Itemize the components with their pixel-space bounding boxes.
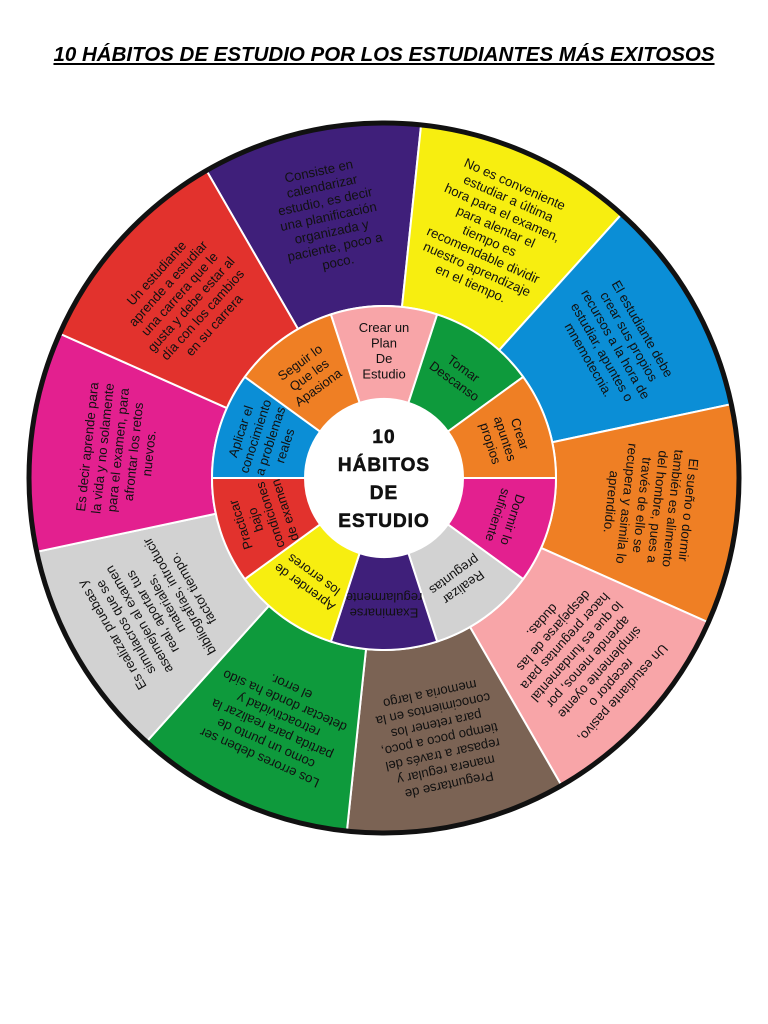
outer-sector-practicar: Es realizar pruebas ysimulacros que seas…: [35, 512, 271, 744]
page-title: 10 HÁBITOS DE ESTUDIO POR LOS ESTUDIANTE…: [53, 43, 715, 66]
center-title-line: HÁBITOS: [338, 454, 430, 476]
habit-label-line: bajo: [244, 506, 266, 534]
habit-label: Aplicar elconocimientoa problemasreales: [222, 393, 304, 485]
outer-sector-tomar-descanso: No es convenienteestudiar a últimahora p…: [400, 123, 623, 352]
habit-label-line: Plan: [371, 335, 397, 350]
inner-sector-examinarse: Examinarseregularmente: [329, 551, 439, 651]
outer-sector-aplicar: Es decir aprende parala vida y no solame…: [28, 332, 229, 553]
habit-label-line: Estudio: [362, 366, 405, 381]
center-title-line: 10: [372, 427, 395, 448]
inner-sector-realizar-preguntas: Realizarpreguntas: [407, 523, 525, 643]
outer-sector-dormir: El sueño o dormirtambién es alimentodel …: [539, 403, 740, 624]
outer-sector-crear-plan: Consiste encalendarizarestudio, es decir…: [205, 122, 423, 331]
outer-sector-examinarse: Preguntarse demanera regular yrepasar a …: [345, 625, 563, 834]
wheel-border: [26, 120, 742, 836]
center-title-line: ESTUDIO: [338, 511, 429, 532]
habit-description: Preguntarse demanera regular yrepasar a …: [370, 674, 509, 804]
habit-description-line: poco.: [321, 251, 356, 272]
inner-sector-crear-apuntes: Crearapuntespropios: [446, 375, 558, 479]
center-circle: [305, 399, 463, 557]
habit-label-line: regularmente: [346, 590, 423, 605]
habit-label-line: De: [376, 351, 393, 366]
inner-sector-seguir: Seguir loQue lesApasiona: [243, 313, 361, 433]
habit-label: Examinarseregularmente: [346, 590, 423, 621]
inner-sector-practicar: Practicarbajocondicionesde examen: [210, 477, 322, 581]
outer-sector-crear-apuntes: El estudiante debecrear sus propiosrecur…: [497, 212, 733, 444]
outer-sector-realizar-preguntas: Un estudiante pasivo,receptor osimplemen…: [468, 546, 710, 787]
center-title-line: DE: [370, 483, 398, 504]
habit-label-line: Examinarse: [350, 606, 419, 621]
habit-description-line: aprendido.: [601, 470, 622, 534]
habit-description: Un estudiante pasivo,receptor osimplemen…: [493, 567, 672, 746]
habit-label-line: Crear un: [359, 320, 410, 335]
habit-description-line: nuevos.: [139, 430, 159, 478]
